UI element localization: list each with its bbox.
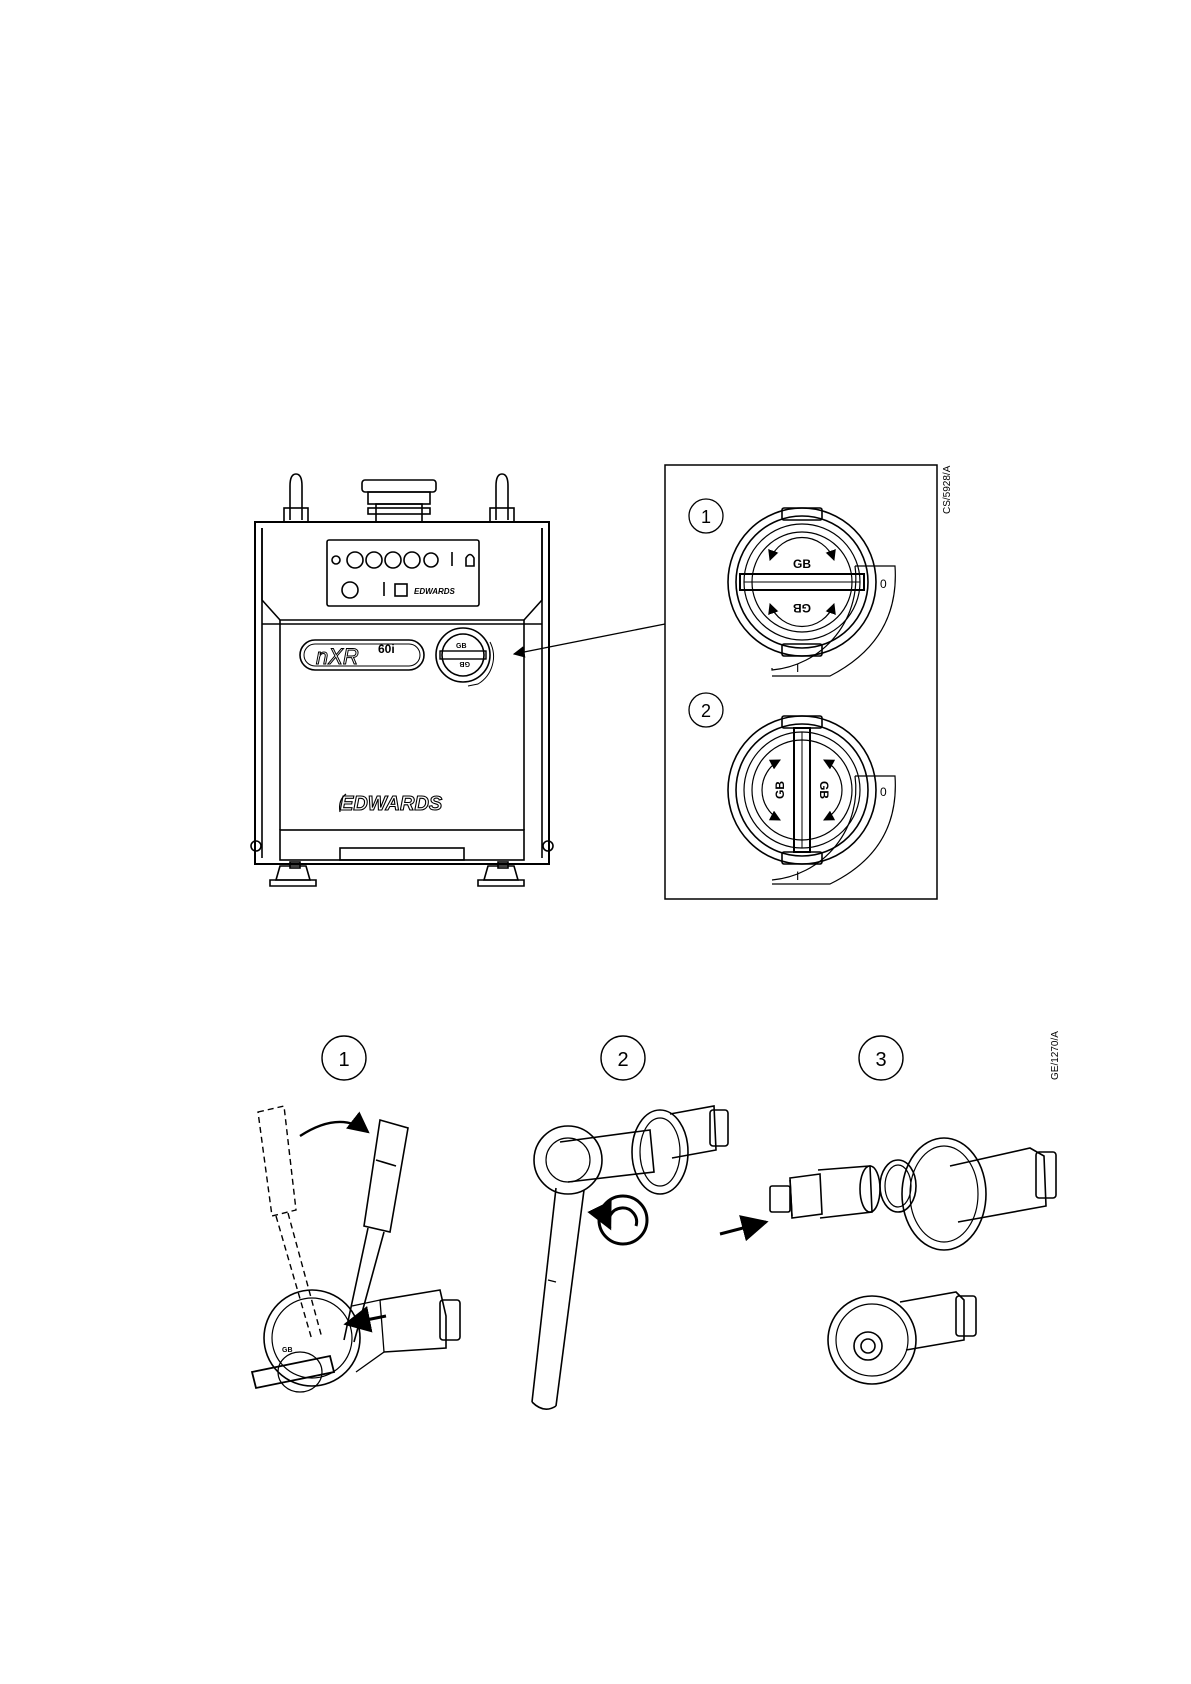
step-2-illustration <box>532 1106 728 1409</box>
step-2-label: 2 <box>617 1049 628 1071</box>
gas-ballast-closed-detail: GB GB 0 I <box>728 508 895 676</box>
step-3-label: 3 <box>875 1049 886 1071</box>
lifting-eye-right <box>490 474 514 522</box>
figure1-ref-code: CS/5928/A <box>942 465 953 514</box>
gas-ballast-open-detail: GB GB 0 I <box>728 716 895 884</box>
model-text: nXR <box>316 644 359 669</box>
model-badge: nXR 60i <box>300 640 424 670</box>
front-brand-text: EDWARDS <box>340 793 443 815</box>
closed-cap-label-bottom: GB <box>793 601 811 615</box>
step-1-label: 1 <box>338 1049 349 1071</box>
valve-assembly-step1: GB <box>252 1290 460 1392</box>
callout-2-label: 2 <box>701 701 711 721</box>
valve-body-upper <box>902 1138 1056 1250</box>
control-panel: EDWARDS <box>327 540 479 606</box>
valve-assembly-step3-lower <box>828 1292 976 1384</box>
inlet-flange <box>362 480 436 522</box>
figure2-ref-code: GE/1270/A <box>1050 1031 1061 1080</box>
gas-ballast-insert <box>770 1166 880 1218</box>
step-3-illustration <box>720 1138 1056 1384</box>
step-1-callout: 1 <box>322 1036 366 1080</box>
lifting-eye-left <box>284 474 308 522</box>
callout-1-label: 1 <box>701 507 711 527</box>
gas-ballast-control-small: GB GB <box>436 628 494 686</box>
step-3-callout: 3 <box>859 1036 903 1080</box>
step-1-illustration: GB <box>252 1106 460 1392</box>
step-2-callout: 2 <box>601 1036 645 1080</box>
o-ring <box>880 1160 916 1212</box>
push-arrow-step1 <box>346 1316 386 1324</box>
step1-cap-label: GB <box>282 1347 293 1354</box>
valve-assembly-step2 <box>632 1106 728 1194</box>
small-cap-label-bottom: GB <box>460 660 471 667</box>
open-cap-label-right: GB <box>817 781 831 799</box>
callout-2: 2 <box>689 693 723 727</box>
closed-cap-label-top: GB <box>793 557 811 571</box>
callout-1: 1 <box>689 499 723 533</box>
small-cap-label-top: GB <box>456 643 467 650</box>
screwdriver <box>344 1120 408 1342</box>
pump-front-view: EDWARDS nXR 60i GB GB EDWARDS <box>251 474 553 886</box>
detail-pointer-line <box>514 624 665 654</box>
insert-arrow <box>720 1222 766 1234</box>
open-pos-one: I <box>796 869 799 883</box>
closed-pos-zero: 0 <box>880 577 887 591</box>
anticlockwise-rotate-icon <box>599 1196 647 1244</box>
open-cap-label-left: GB <box>773 781 787 799</box>
ratchet-wrench <box>532 1126 654 1409</box>
panel-brand-text: EDWARDS <box>414 587 456 596</box>
open-pos-zero: 0 <box>880 785 887 799</box>
rotate-arrow <box>300 1122 368 1136</box>
model-suffix-text: 60i <box>378 642 395 656</box>
closed-pos-one: I <box>796 661 799 675</box>
